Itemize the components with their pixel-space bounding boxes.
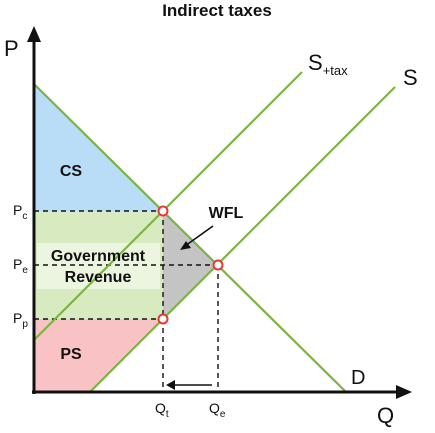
x-axis-label: Q — [377, 403, 394, 428]
quantity-qe-label: Qe — [209, 400, 226, 420]
consumer-price-point-marker — [157, 205, 169, 217]
quantity-reduction-arrow-icon — [166, 380, 212, 390]
price-pp-label: Pp — [13, 310, 28, 330]
price-pe-label: Pe — [13, 256, 28, 276]
demand-curve — [33, 83, 347, 393]
ps-label: PS — [60, 346, 82, 363]
government-revenue-label-box — [37, 243, 160, 289]
x-axis-arrow-icon — [396, 385, 412, 399]
y-axis-arrow-icon — [27, 26, 41, 42]
diagram-title: Indirect taxes — [162, 1, 272, 20]
wfl-pointer-arrow-icon — [180, 225, 214, 250]
producer-surplus-area — [34, 319, 163, 392]
government-revenue-label-line1: Government — [51, 248, 146, 265]
wfl-label: WFL — [209, 205, 244, 222]
quantity-qt-label: Qt — [155, 400, 169, 420]
supply-curve — [89, 86, 396, 393]
supply-with-tax-curve — [33, 71, 303, 341]
y-axis — [27, 26, 41, 394]
supply-label: S — [403, 65, 418, 90]
cs-label: CS — [60, 163, 83, 180]
price-pc-label: Pc — [13, 202, 27, 222]
government-revenue-label-line2: Revenue — [65, 269, 132, 286]
producer-price-point-marker — [157, 313, 169, 325]
supply-tax-label: S+tax — [308, 50, 348, 78]
equilibrium-point-marker — [212, 259, 224, 271]
y-axis-label: P — [4, 36, 19, 61]
x-axis — [32, 385, 412, 399]
demand-label: D — [351, 367, 365, 389]
